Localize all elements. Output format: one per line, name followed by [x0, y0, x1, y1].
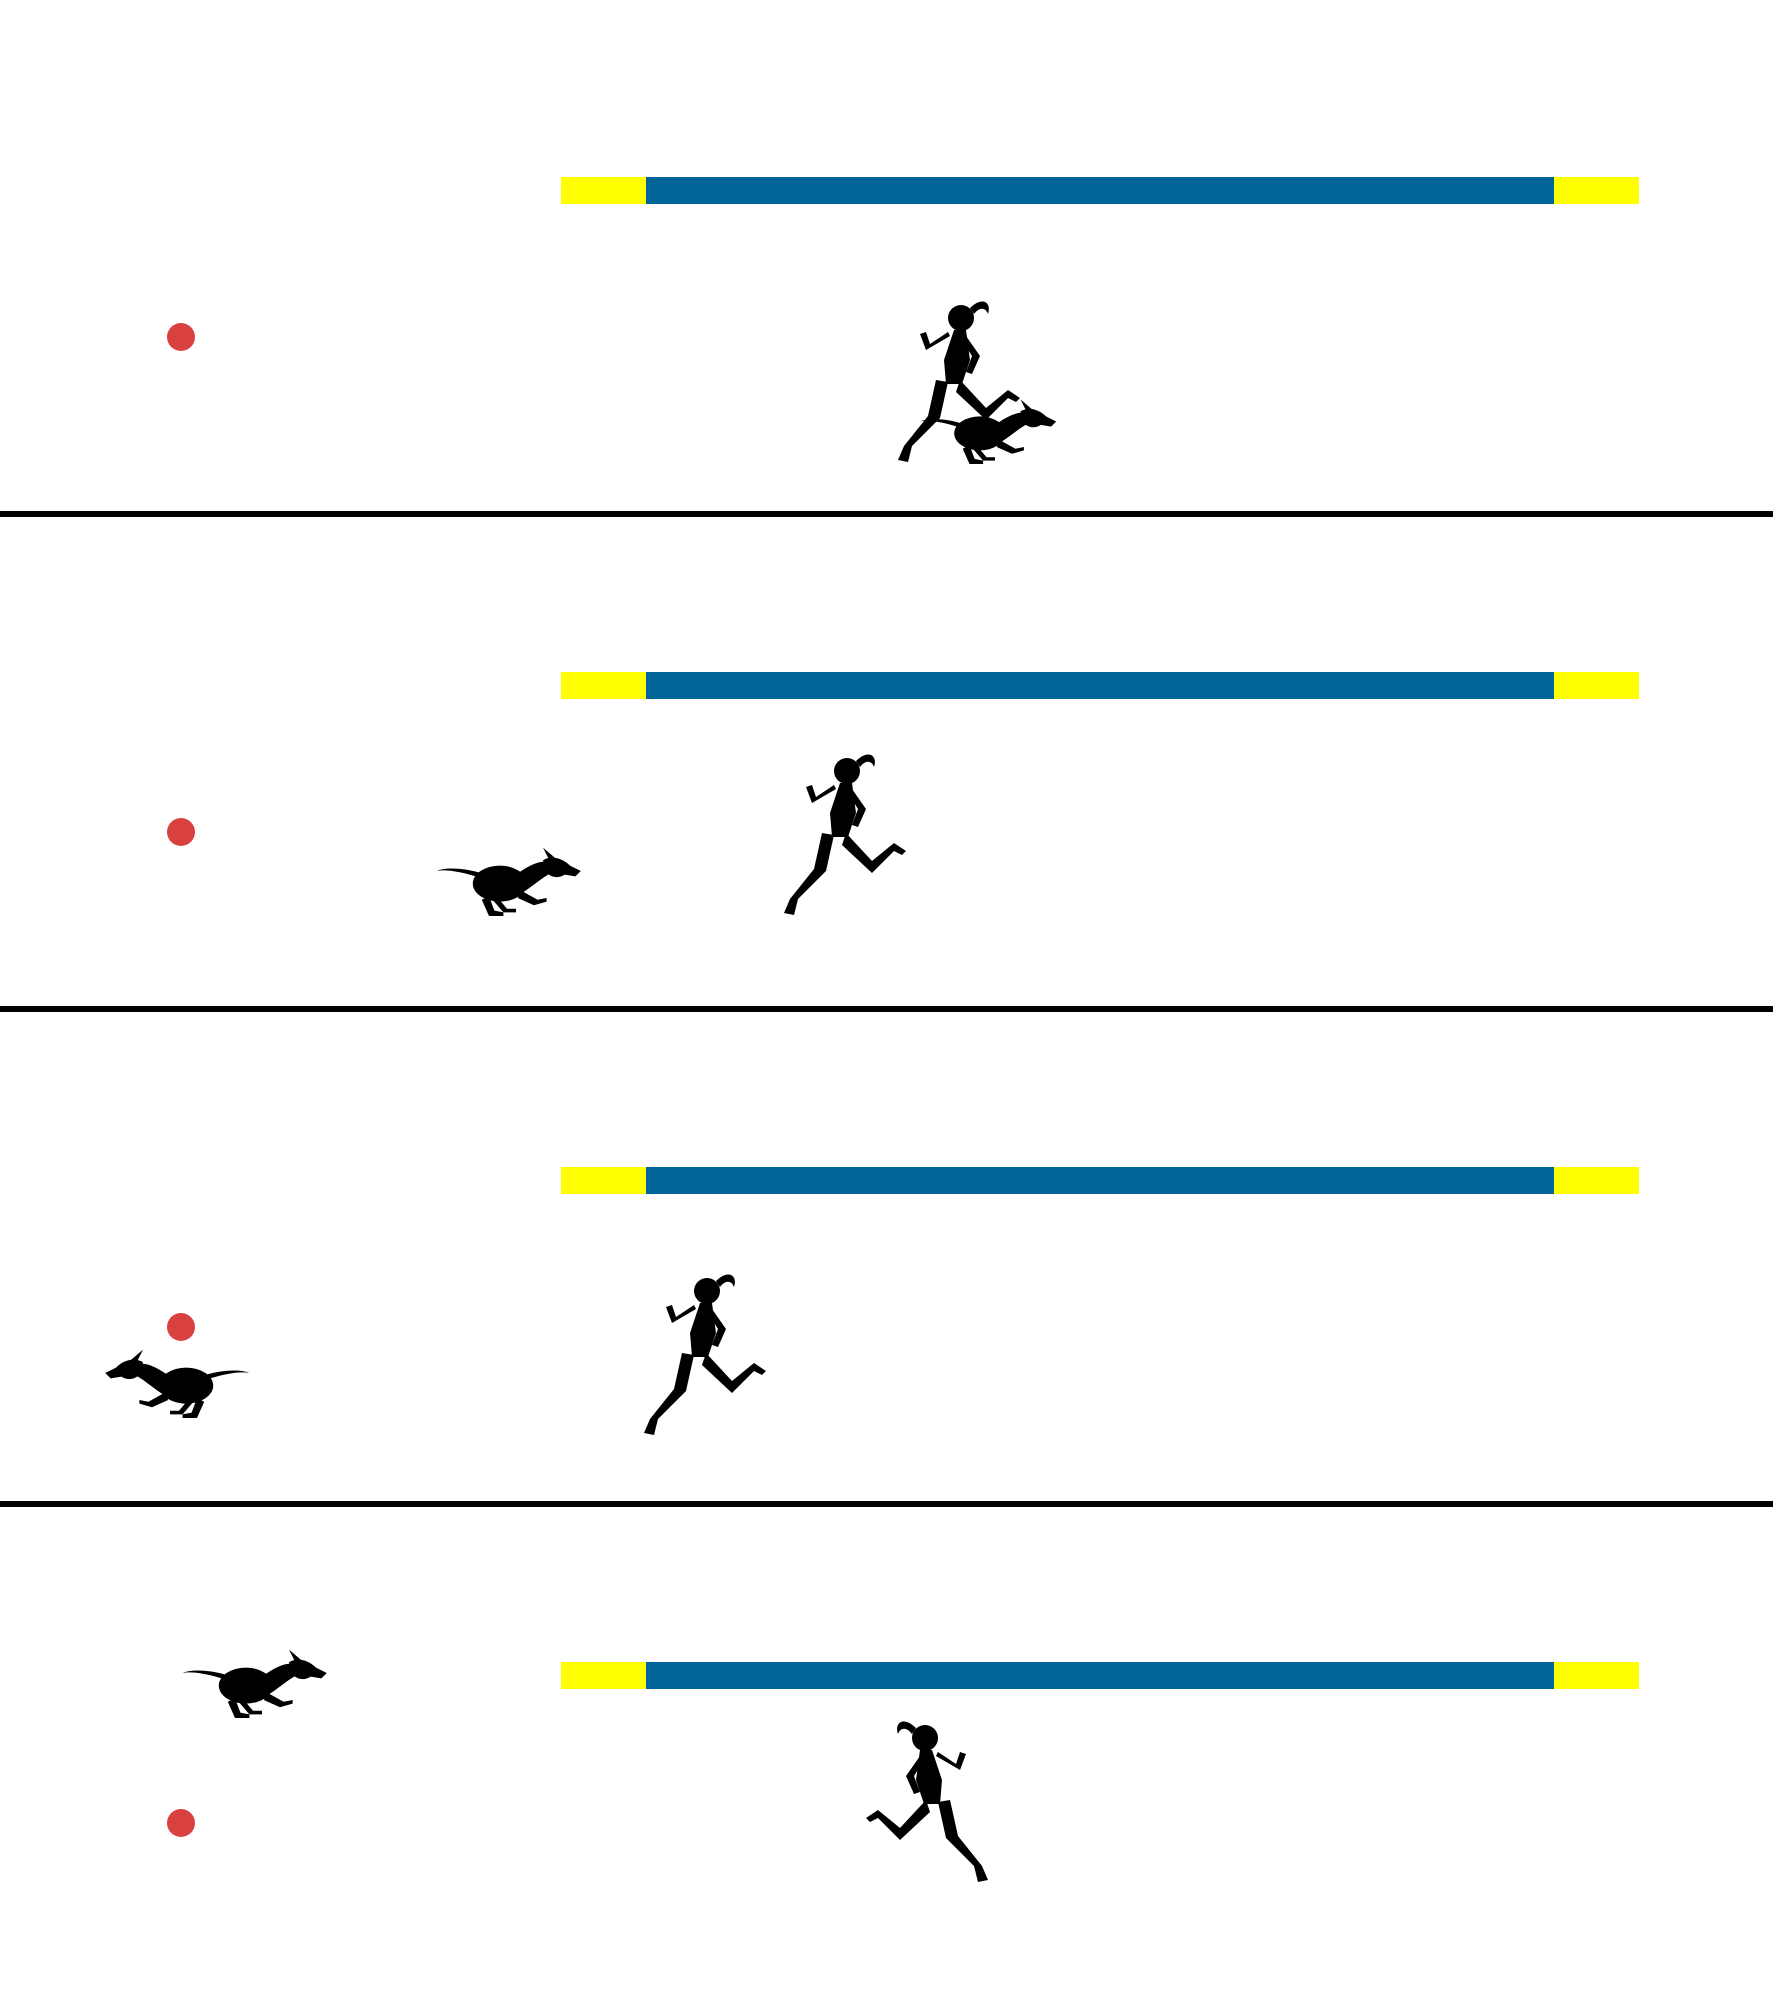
dog-icon: [436, 847, 581, 916]
bar-right-end: [1554, 1167, 1639, 1194]
panel-3: [105, 1167, 1639, 1435]
bar-right-end: [1554, 672, 1639, 699]
bar-left-end: [561, 1662, 646, 1689]
bar-middle: [646, 1662, 1554, 1689]
bar: [561, 1167, 1639, 1194]
panel-separator-1: [0, 511, 1773, 517]
panel-1: [167, 177, 1639, 464]
bar: [561, 1662, 1639, 1689]
bar: [561, 672, 1639, 699]
panel-separator-3: [0, 1501, 1773, 1507]
bar-left-end: [561, 177, 646, 204]
bar-middle: [646, 177, 1554, 204]
panel-separator-2: [0, 1006, 1773, 1012]
runner-icon: [784, 754, 906, 915]
red-dot-icon: [167, 818, 195, 846]
dog-icon: [182, 1649, 327, 1718]
red-dot-icon: [167, 1313, 195, 1341]
bar-middle: [646, 672, 1554, 699]
bar: [561, 177, 1639, 204]
bar-left-end: [561, 672, 646, 699]
panel-4: [167, 1649, 1639, 1882]
panel-2: [167, 672, 1639, 916]
red-dot-icon: [167, 323, 195, 351]
bar-middle: [646, 1167, 1554, 1194]
runner-icon: [866, 1721, 988, 1882]
dog-icon: [105, 1349, 250, 1418]
bar-right-end: [1554, 1662, 1639, 1689]
red-dot-icon: [167, 1809, 195, 1837]
bar-right-end: [1554, 177, 1639, 204]
bar-left-end: [561, 1167, 646, 1194]
runner-icon: [644, 1274, 766, 1435]
